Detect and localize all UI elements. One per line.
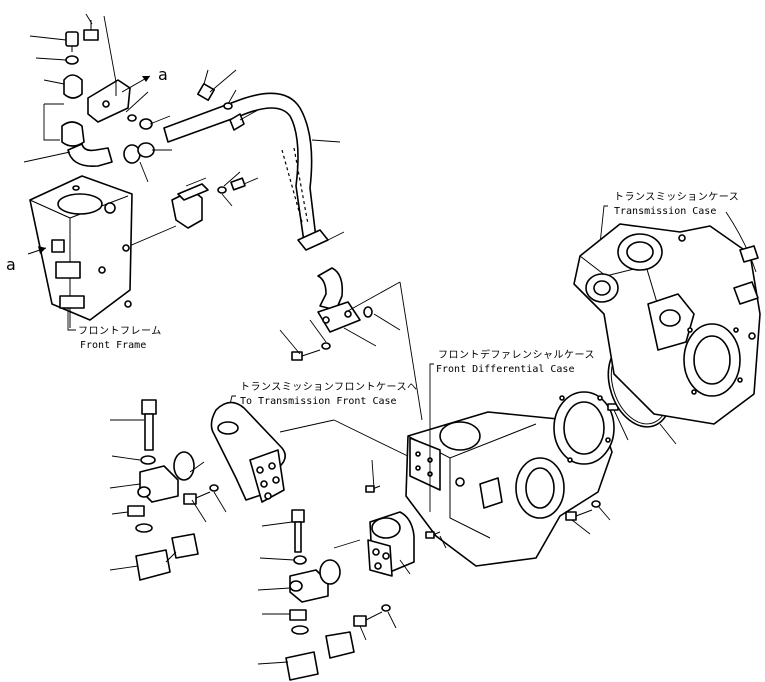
transmission-case-group: トランスミッションケース Transmission Case (573, 191, 761, 425)
bolt-part (565, 509, 593, 521)
o-ring-part (363, 306, 373, 318)
bolt-part (197, 83, 215, 101)
elbow-fitting-part (63, 74, 83, 99)
reference-mark-left: a (6, 255, 16, 274)
transmission-case-label-jp: トランスミッションケース (614, 191, 739, 203)
tee-fitting-part (61, 121, 85, 147)
bolt-part (65, 31, 79, 52)
nut-part (139, 118, 153, 130)
frame-bracket-group (119, 171, 259, 251)
pipe-flange-part (317, 301, 361, 333)
to-transmission-label-jp: トランスミッションフロントケースへ (240, 381, 418, 393)
front-frame-label-en: Front Frame (80, 340, 146, 351)
to-transmission-label-en: To Transmission Front Case (240, 396, 397, 407)
front-differential-label-en: Front Differential Case (436, 364, 574, 375)
spacer-part (289, 609, 307, 621)
washer-part (135, 523, 153, 533)
rear-mount-group (257, 509, 415, 681)
mount-bushing-part (289, 569, 329, 603)
long-bolt-part (141, 399, 157, 451)
long-bolt-part (291, 509, 305, 553)
front-frame-fittings-group: a (23, 13, 172, 183)
front-differential-case-group: フロントデファレンシャルケース Front Differential Case (345, 281, 629, 567)
hose-bracket-part (87, 79, 131, 123)
transmission-case-label-en: Transmission Case (614, 206, 716, 217)
washer-part (65, 55, 79, 65)
hose-clamp-part (137, 142, 155, 158)
frame-hole-part (57, 193, 103, 215)
washer-part (293, 555, 307, 565)
front-mount-group: トランスミッションフロントケースへ To Transmission Front … (109, 381, 421, 581)
bolt-part (353, 611, 383, 627)
washer-part (140, 455, 156, 465)
differential-opening-part (439, 421, 481, 451)
spacer-part (127, 505, 145, 517)
elbow-pipe-part (317, 267, 344, 311)
front-frame-label-jp: フロントフレーム (78, 325, 162, 337)
reference-mark-top: a (158, 65, 168, 84)
bolt-part (183, 491, 211, 505)
long-hose-group (163, 69, 401, 361)
lower-mount-part (135, 549, 171, 581)
bolt-part (291, 349, 321, 361)
lower-mount-part (285, 651, 319, 681)
short-hose-part (67, 143, 113, 167)
front-differential-label-jp: フロントデファレンシャルケース (438, 348, 595, 361)
front-frame-group: a フロントフレーム Front Frame (6, 175, 162, 351)
washer-part (291, 625, 309, 635)
nut-part (127, 114, 137, 122)
